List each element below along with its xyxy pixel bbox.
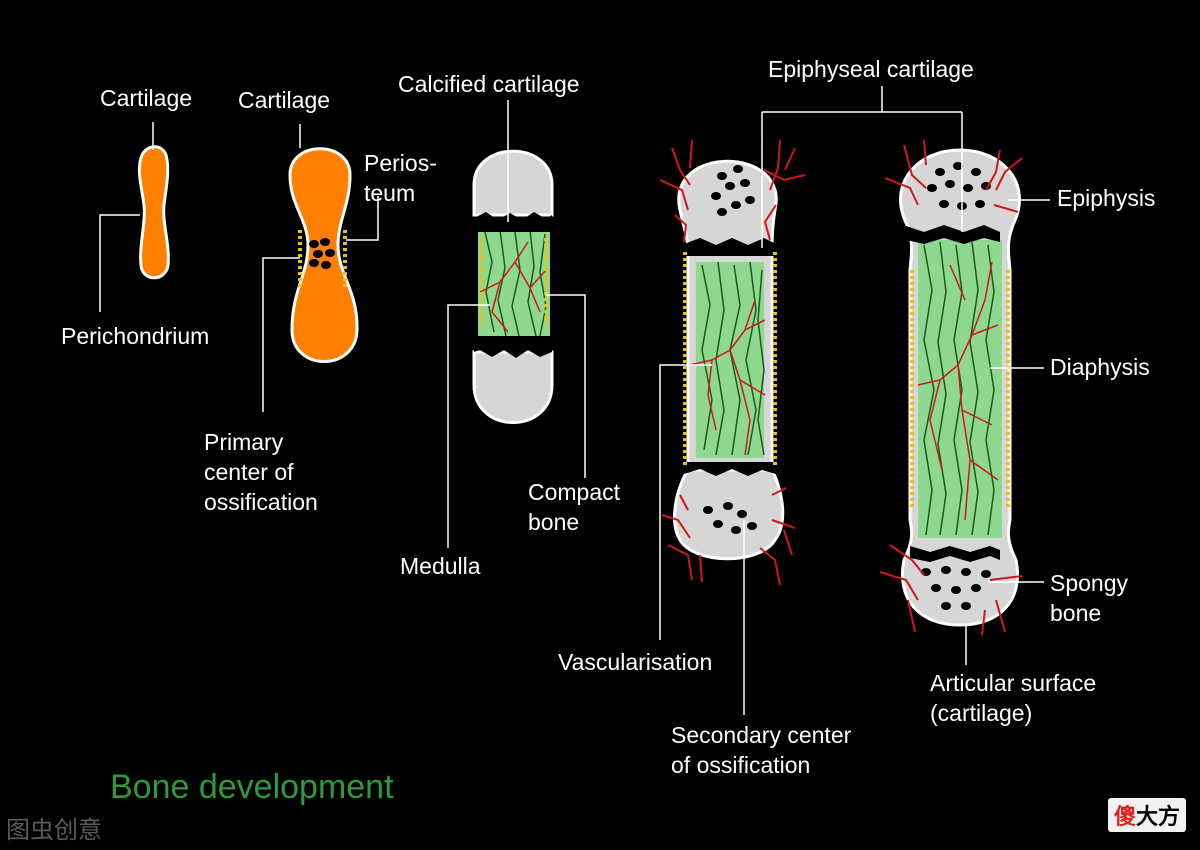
stage-1-cartilage-model bbox=[137, 145, 170, 280]
label-periosteum: Perios- teum bbox=[364, 150, 437, 206]
leader-medulla bbox=[447, 304, 490, 548]
leader-periosteum bbox=[346, 196, 379, 241]
watermark-right: 傻大方 bbox=[1108, 798, 1187, 832]
secondary-ossification-dots-top bbox=[711, 165, 755, 216]
watermark-left: 图虫创意 bbox=[6, 817, 102, 844]
label-articular-surface: Articular surface (cartilage) bbox=[930, 670, 1097, 726]
outer-vessels-4 bbox=[659, 139, 806, 586]
lower-cartilage-cap bbox=[472, 350, 554, 424]
label-vascularisation: Vascularisation bbox=[558, 649, 713, 675]
upper-cartilage-cap bbox=[472, 149, 554, 217]
stage-4-secondary-centers bbox=[659, 139, 806, 586]
watermark-right-suffix: 大方 bbox=[1136, 804, 1181, 829]
label-epiphysis: Epiphysis bbox=[1057, 185, 1156, 211]
trabeculae-5 bbox=[923, 241, 995, 536]
primary-ossification-dots bbox=[309, 238, 335, 269]
leader-compact-bone bbox=[546, 294, 586, 478]
spongy-bone-dots-bottom bbox=[921, 566, 991, 610]
trabeculae-3 bbox=[484, 229, 547, 337]
leader-epiphyseal-cartilage bbox=[761, 86, 963, 248]
vessels-3 bbox=[479, 241, 547, 333]
lower-epiphysis-4 bbox=[673, 468, 785, 561]
label-cartilage-1: Cartilage bbox=[100, 85, 193, 111]
leader-perichondrium bbox=[99, 214, 140, 312]
label-perichondrium: Perichondrium bbox=[61, 323, 210, 349]
vessels-5 bbox=[917, 261, 999, 521]
label-calcified-cartilage: Calcified cartilage bbox=[398, 71, 580, 97]
label-primary-center: Primary center of ossification bbox=[204, 429, 318, 515]
label-diaphysis: Diaphysis bbox=[1050, 354, 1150, 380]
label-epiphyseal-cartilage: Epiphyseal cartilage bbox=[768, 56, 974, 82]
cartilage-model-1 bbox=[137, 145, 170, 280]
leader-primary-center bbox=[262, 257, 300, 412]
upper-epiphysis-4 bbox=[677, 159, 778, 250]
outer-vessels-5 bbox=[879, 139, 1023, 636]
figure-title: Bone development bbox=[110, 768, 394, 806]
label-medulla: Medulla bbox=[400, 553, 481, 579]
epiphyseal-plate-top-4 bbox=[684, 238, 776, 256]
early-medulla bbox=[478, 228, 550, 338]
label-compact-bone: Compact bone bbox=[528, 479, 621, 535]
vessels-4 bbox=[689, 299, 766, 456]
cartilage-model-2 bbox=[288, 147, 359, 363]
stage-3-calcified-cartilage bbox=[472, 149, 554, 424]
leader-lines bbox=[99, 86, 1050, 715]
stage-5-mature-bone bbox=[879, 139, 1023, 636]
secondary-ossification-dots-bottom bbox=[703, 502, 757, 534]
epiphyseal-line-bottom-5 bbox=[910, 546, 1000, 562]
epiphyseal-line-top-5 bbox=[906, 225, 1000, 244]
epiphyseal-plate-bottom-4 bbox=[684, 462, 776, 476]
stage-2-primary-center bbox=[288, 147, 359, 363]
label-cartilage-2: Cartilage bbox=[238, 87, 331, 113]
leader-vascularisation bbox=[659, 364, 712, 640]
calcified-band-top bbox=[474, 212, 552, 232]
label-secondary-center: Secondary center of ossification bbox=[671, 722, 852, 778]
calcified-band-bottom bbox=[474, 336, 552, 358]
label-spongy-bone: Spongy bone bbox=[1050, 570, 1129, 626]
watermark-right-prefix: 傻 bbox=[1114, 804, 1137, 829]
